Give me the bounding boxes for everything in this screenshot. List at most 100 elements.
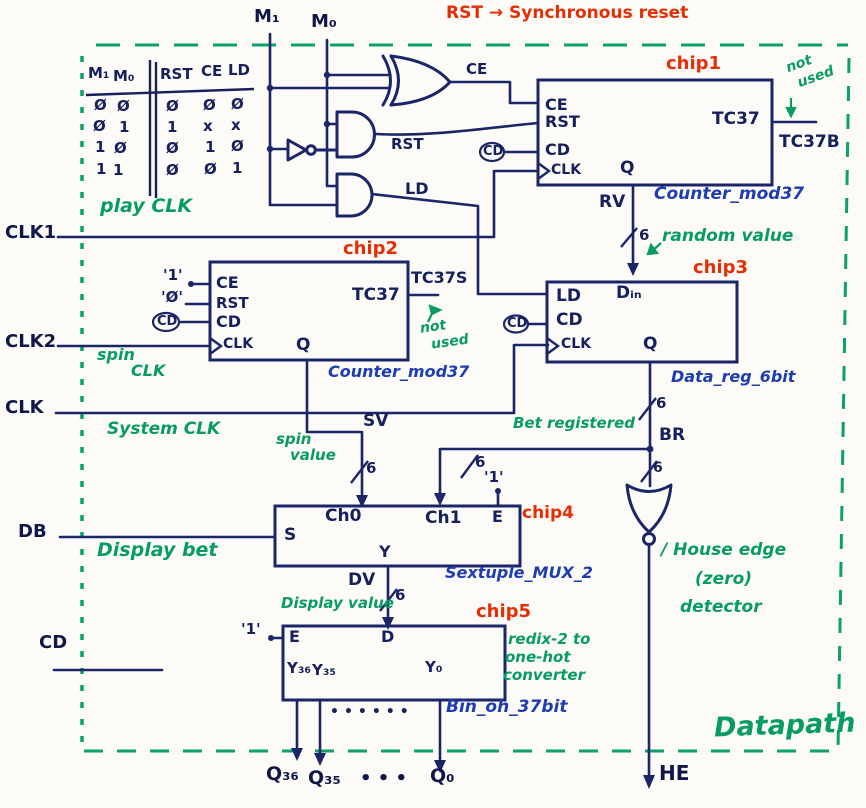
chip3-pin-q: Q xyxy=(643,334,658,354)
chip5-tag: chip5 xyxy=(476,601,532,622)
chip1-pin-q: Q xyxy=(620,158,635,178)
output-he-label: HE xyxy=(659,761,690,785)
reset-note: RST → Synchronous reset xyxy=(446,3,689,23)
cd-source-chip1: CD xyxy=(483,144,504,159)
display-value-note: Display value xyxy=(281,594,394,612)
port-clk-label: CLK xyxy=(5,397,44,418)
net-tc37b-label: TC37B xyxy=(779,132,840,152)
truth-table-cell: 1 xyxy=(95,138,106,156)
chip4-tag: chip4 xyxy=(522,503,575,523)
port-cd-label: CD xyxy=(39,632,68,653)
house-edge-note-1: / House edge xyxy=(661,540,787,560)
datapath-boundary xyxy=(80,43,851,753)
chip2-tag: chip2 xyxy=(343,238,399,259)
chip3-pin-cd: CD xyxy=(556,310,583,330)
wire-m1 xyxy=(268,32,391,207)
chip4-pin-s: S xyxy=(284,525,297,545)
net-sv-label: SV xyxy=(363,411,389,431)
nor-bus-width: 6 xyxy=(653,460,663,476)
chip2-pin-cd: CD xyxy=(216,312,242,331)
chip3-tag: chip3 xyxy=(693,257,749,278)
chip4-box xyxy=(273,504,522,568)
chip2-pin-q: Q xyxy=(296,335,311,355)
const-1-chip5: '1' xyxy=(241,620,261,638)
converter-note-1: redix-2 to xyxy=(508,630,591,648)
chip1-pin-tc37: TC37 xyxy=(712,109,760,129)
spin-value-note-b: value xyxy=(290,446,336,464)
truth-table-cell: Ø xyxy=(166,97,179,115)
wire-rst xyxy=(374,121,540,136)
ch1-bus-width: 6 xyxy=(475,453,486,471)
sv-bus-width: 6 xyxy=(366,459,377,477)
chip4-pin-y: Y xyxy=(379,542,391,561)
not-gate xyxy=(286,138,339,162)
chip1-pin-rst: RST xyxy=(545,112,580,131)
cd-source-ovals xyxy=(151,141,530,334)
truth-table-cell: 1 xyxy=(96,160,107,178)
output-q35-label: Q₃₅ xyxy=(308,767,341,789)
chip2-pin-ce: CE xyxy=(216,273,239,292)
chip3-box xyxy=(545,280,739,364)
chip2-pin-clk: CLK xyxy=(223,336,254,352)
chip1-tag: chip1 xyxy=(666,53,722,74)
truth-table-cell: 1 xyxy=(205,138,216,156)
truth-table-header: M₁ xyxy=(88,64,110,82)
xor-gate xyxy=(381,54,452,107)
chip2-pin-rst: RST xyxy=(216,294,249,312)
green-note-arrows xyxy=(427,98,797,323)
dv-bus-width: 6 xyxy=(395,586,406,604)
port-clk2-label: CLK2 xyxy=(5,331,57,352)
converter-note-3: converter xyxy=(503,666,585,684)
truth-table-cell: Ø xyxy=(94,96,107,114)
converter-note-2: one-hot xyxy=(505,648,571,666)
const-0-chip2: 'Ø' xyxy=(161,288,183,306)
truth-table-cell: Ø xyxy=(203,96,216,114)
and-gate-1 xyxy=(335,110,376,159)
chip1-pin-clk: CLK xyxy=(551,162,582,178)
chip4-pin-ch0: Ch0 xyxy=(325,506,362,526)
net-rst-label: RST xyxy=(391,135,424,153)
truth-table-lines xyxy=(85,60,255,198)
cd-source-chip2: CD xyxy=(157,314,178,329)
truth-table-cell: 1 xyxy=(167,118,178,136)
const-1-chip2: '1' xyxy=(163,266,183,284)
output-q36-label: Q₃₆ xyxy=(266,763,299,785)
spin-clk-note-b: CLK xyxy=(131,361,166,380)
chip2-pin-tc37: TC37 xyxy=(352,285,400,305)
net-dv-label: DV xyxy=(348,570,376,590)
output-q0-label: Q₀ xyxy=(430,765,455,787)
port-db-label: DB xyxy=(18,521,47,542)
spin-value-note: spin xyxy=(276,430,312,448)
chip3-pin-din: Dᵢₙ xyxy=(616,283,642,303)
wire-ce xyxy=(447,80,540,105)
house-edge-note-2: (zero) xyxy=(695,569,753,589)
net-rv-label: RV xyxy=(599,192,626,212)
chip1-box xyxy=(536,78,774,187)
chip5-pin-e: E xyxy=(289,627,300,646)
display-bet-note: Display bet xyxy=(97,539,218,561)
truth-table-cell: Ø xyxy=(231,95,244,113)
play-clk-note: play CLK xyxy=(100,195,193,217)
m1-label: M₁ xyxy=(254,6,280,27)
m0-label: M₀ xyxy=(311,11,337,32)
cd-source-chip3: CD xyxy=(507,316,528,331)
wire-sv xyxy=(305,358,364,499)
truth-table-cell: 1 xyxy=(113,161,124,179)
truth-table-header: CE xyxy=(201,62,223,80)
truth-table-header: LD xyxy=(228,61,251,79)
const-1-chip4: '1' xyxy=(484,468,504,486)
net-br-label: BR xyxy=(659,425,686,445)
truth-table-cell: x xyxy=(203,117,213,135)
chip3-pin-ld: LD xyxy=(556,286,581,306)
chip4-type: Sextuple_MUX_2 xyxy=(445,563,593,582)
chip5-box xyxy=(281,624,507,702)
truth-table-cell: Ø xyxy=(231,137,244,155)
chip5-pin-y36: Y₃₆ xyxy=(287,659,312,677)
bet-registered-note: Bet registered xyxy=(513,414,636,432)
wire-clk xyxy=(54,343,550,415)
chip3-type: Data_reg_6bit xyxy=(671,367,796,386)
datapath-label: Datapath xyxy=(713,707,856,744)
random-value-note: random value xyxy=(662,226,794,246)
